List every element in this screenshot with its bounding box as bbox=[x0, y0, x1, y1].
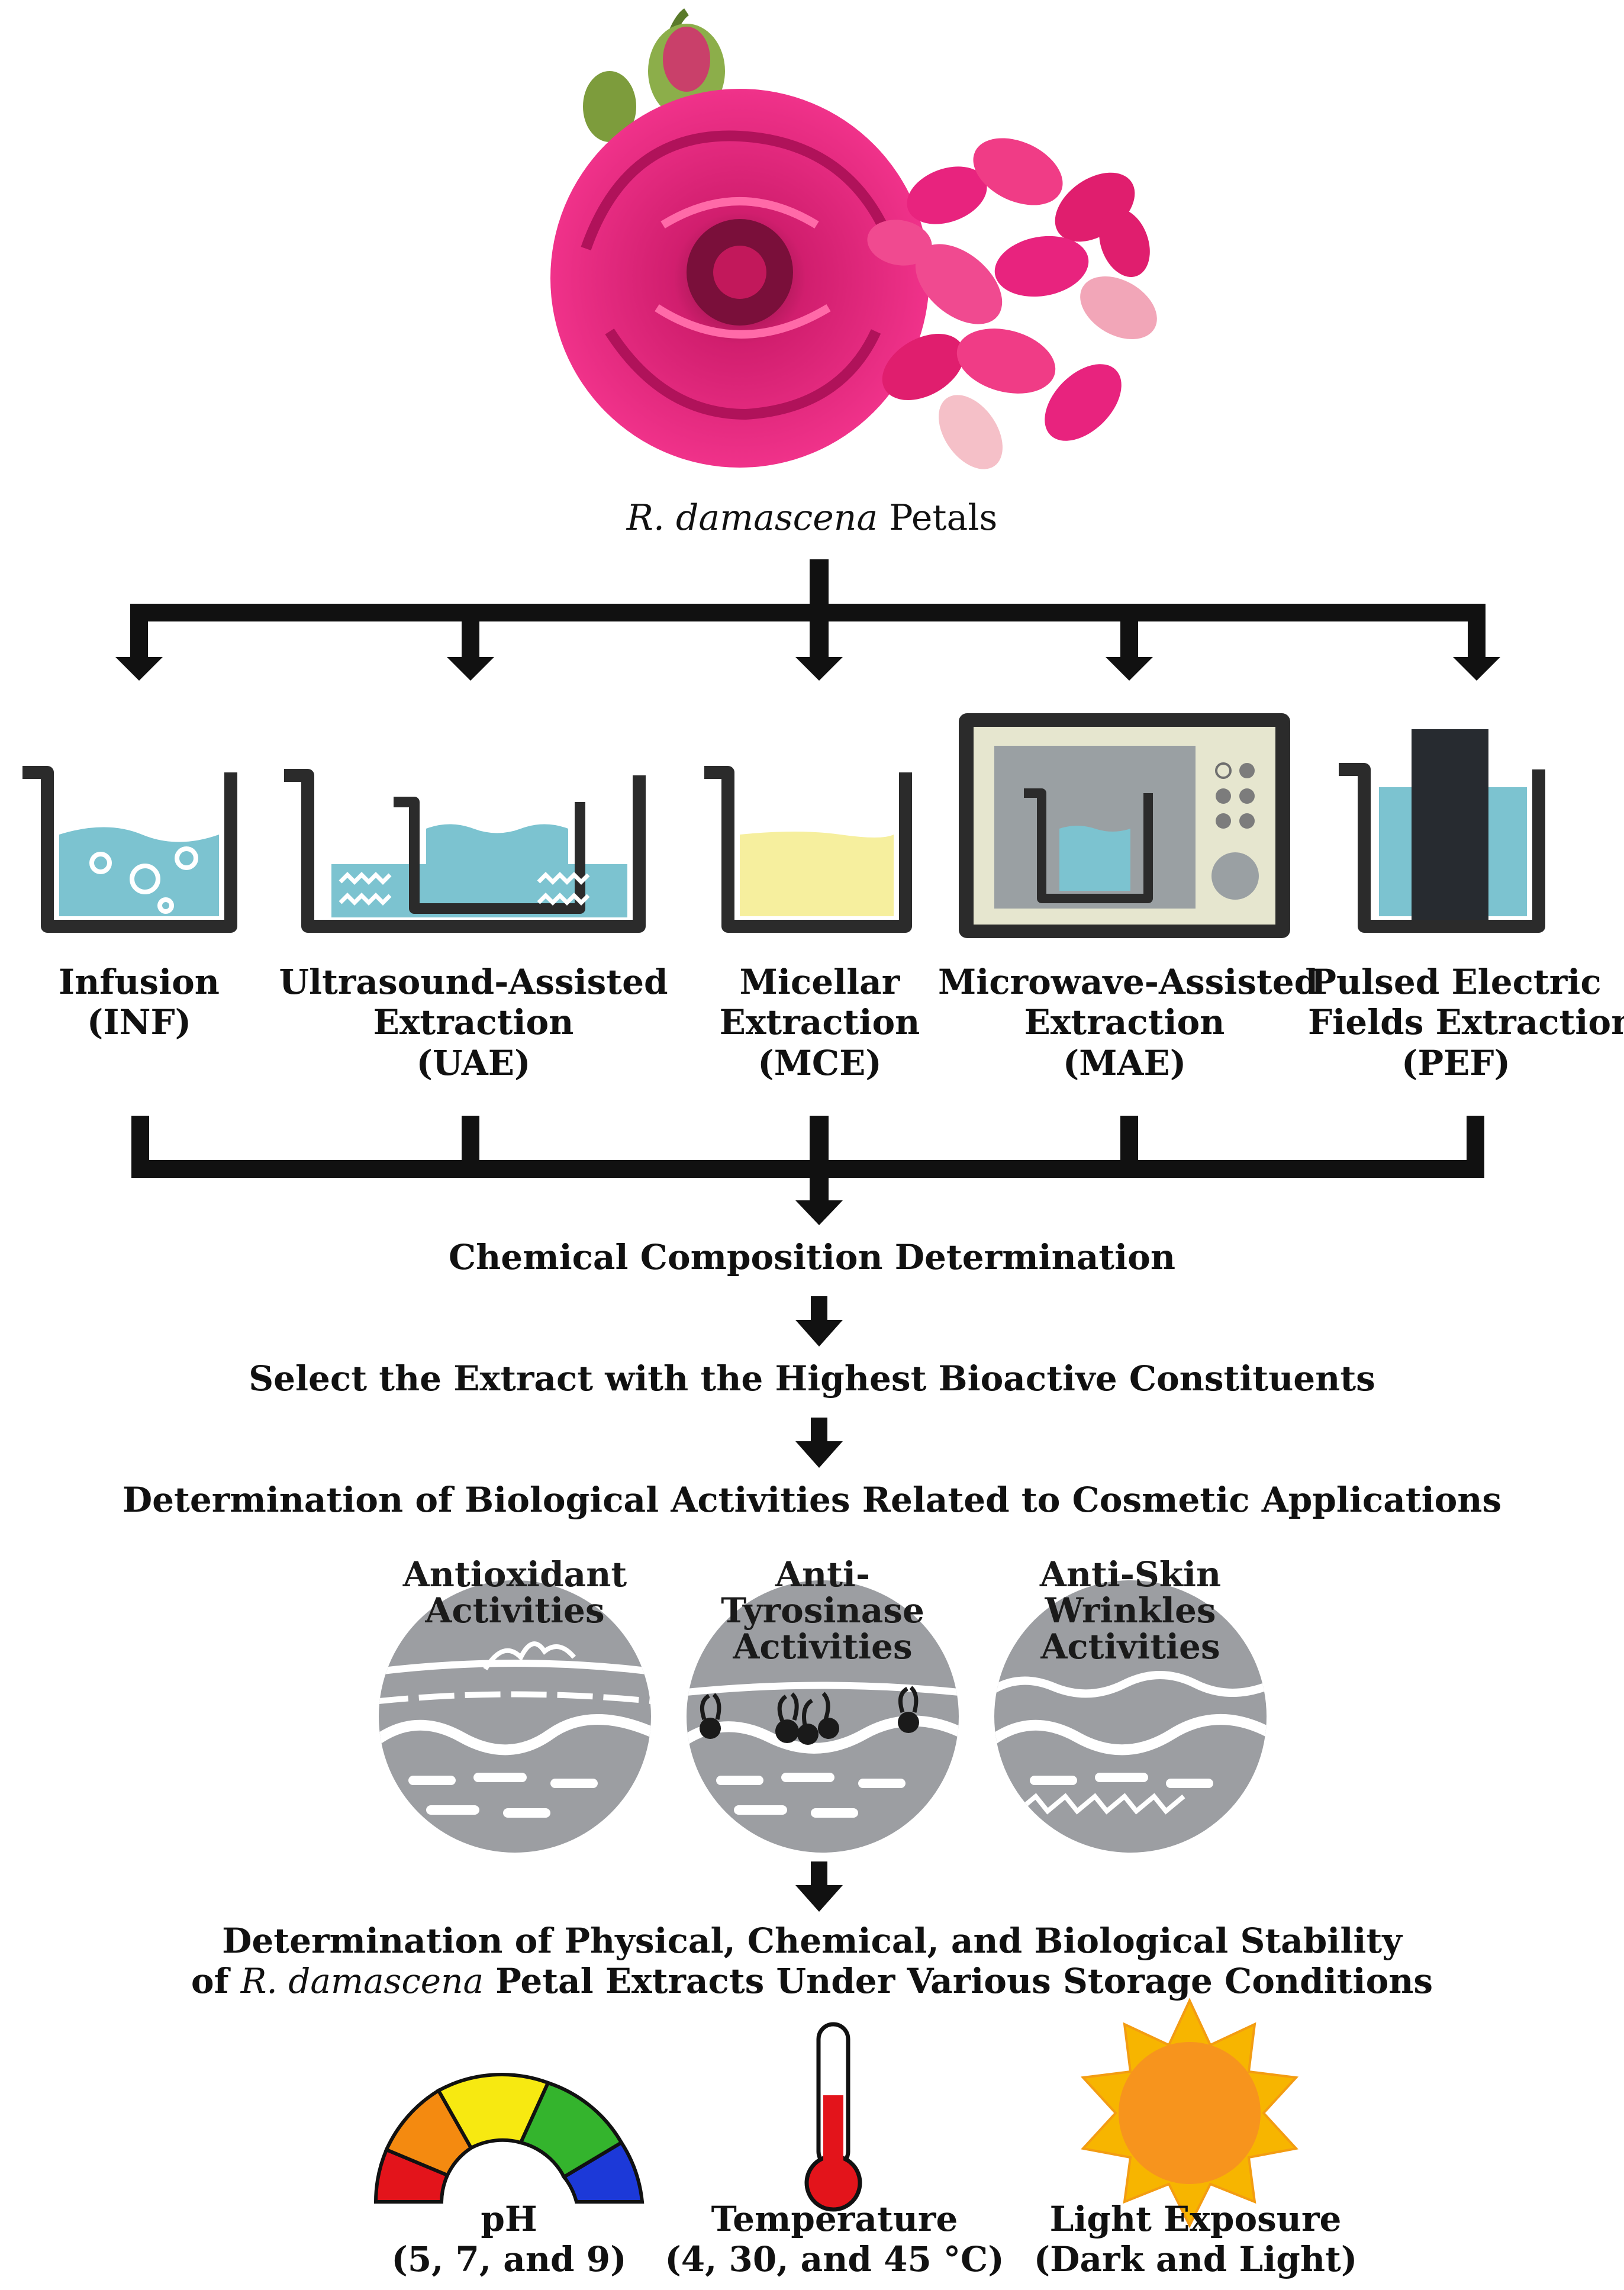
method-label-infusion: Infusion (INF) bbox=[59, 962, 220, 1043]
method-label-mae: Microwave-Assisted Extraction (MAE) bbox=[938, 962, 1319, 1083]
method-label-pef: Pulsed Electric Fields Extraction (PEF) bbox=[1308, 962, 1624, 1083]
activity-label-antioxidant: Antioxidant Activities bbox=[402, 1554, 627, 1631]
thermometer-icon bbox=[804, 2022, 862, 2212]
merge-connector bbox=[131, 1116, 1484, 1225]
rose-petals-icon bbox=[867, 138, 1157, 469]
source-label: R. damascena Petals bbox=[626, 497, 998, 539]
method-label-mce: Micellar Extraction (MCE) bbox=[719, 962, 920, 1083]
ph-scale-icon bbox=[373, 2073, 645, 2204]
ultrasound-bath-icon bbox=[284, 769, 646, 933]
rose-flower-icon bbox=[550, 8, 929, 468]
step-biological-activities: Determination of Biological Activities R… bbox=[122, 1480, 1502, 1520]
down-arrow-icon bbox=[795, 1296, 843, 1347]
method-label-uae: Ultrasound-Assisted Extraction (UAE) bbox=[279, 962, 668, 1083]
step-stability: Determination of Physical, Chemical, and… bbox=[191, 1921, 1433, 2002]
step-chemical-composition: Chemical Composition Determination bbox=[448, 1237, 1176, 1277]
microwave-icon bbox=[959, 713, 1290, 938]
activity-label-anti-tyrosinase: Anti- Tyrosinase Activities bbox=[721, 1554, 924, 1667]
down-arrow-icon bbox=[795, 1418, 843, 1468]
top-branch-connector bbox=[115, 559, 1500, 681]
condition-label-ph: pH (5, 7, and 9) bbox=[391, 2199, 627, 2280]
activity-label-anti-wrinkles: Anti-Skin Wrinkles Activities bbox=[1039, 1554, 1222, 1667]
beaker-icon bbox=[22, 766, 237, 933]
beaker-icon bbox=[704, 766, 912, 933]
skin-section-icon bbox=[379, 1580, 651, 1853]
condition-label-light: Light Exposure (Dark and Light) bbox=[1033, 2199, 1358, 2280]
sun-icon bbox=[1080, 1998, 1299, 2228]
skin-section-icon bbox=[687, 1580, 959, 1853]
condition-label-temperature: Temperature (4, 30, and 45 °C) bbox=[665, 2199, 1004, 2280]
down-arrow-icon bbox=[795, 1861, 843, 1912]
step-select-extract: Select the Extract with the Highest Bioa… bbox=[249, 1358, 1375, 1399]
skin-section-icon bbox=[994, 1580, 1267, 1853]
pef-cell-icon bbox=[1339, 729, 1545, 933]
